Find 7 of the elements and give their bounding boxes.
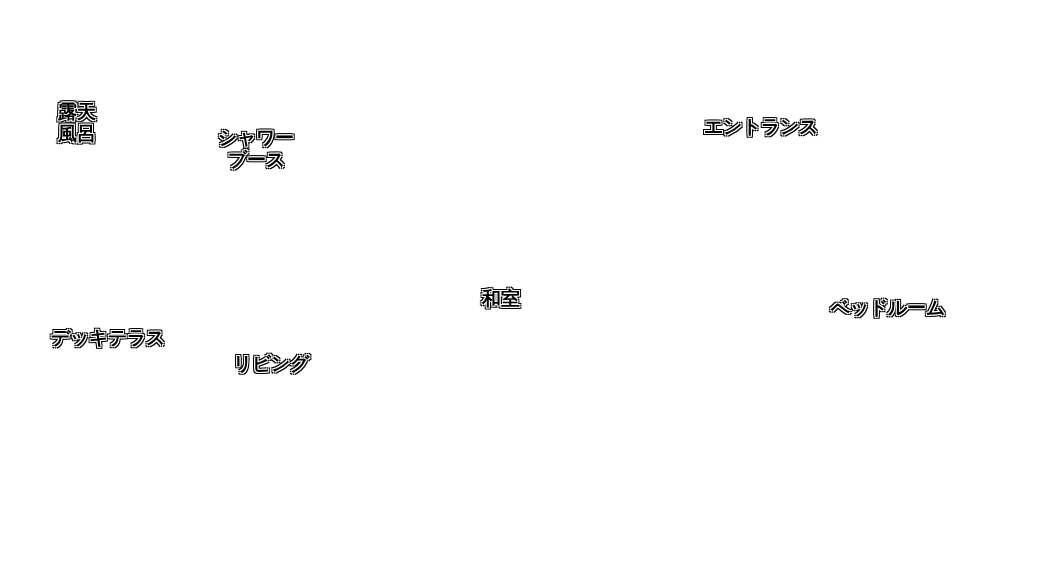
room-label: リビング xyxy=(233,352,309,374)
room-label: エントランス xyxy=(704,115,818,137)
room-label: 露天風呂 xyxy=(57,100,97,144)
room-label: 和室 xyxy=(482,287,520,309)
room-label: シャワーブース xyxy=(217,126,295,170)
room-label: デッキテラス xyxy=(51,326,165,348)
room-label: ベッドルーム xyxy=(831,296,945,318)
